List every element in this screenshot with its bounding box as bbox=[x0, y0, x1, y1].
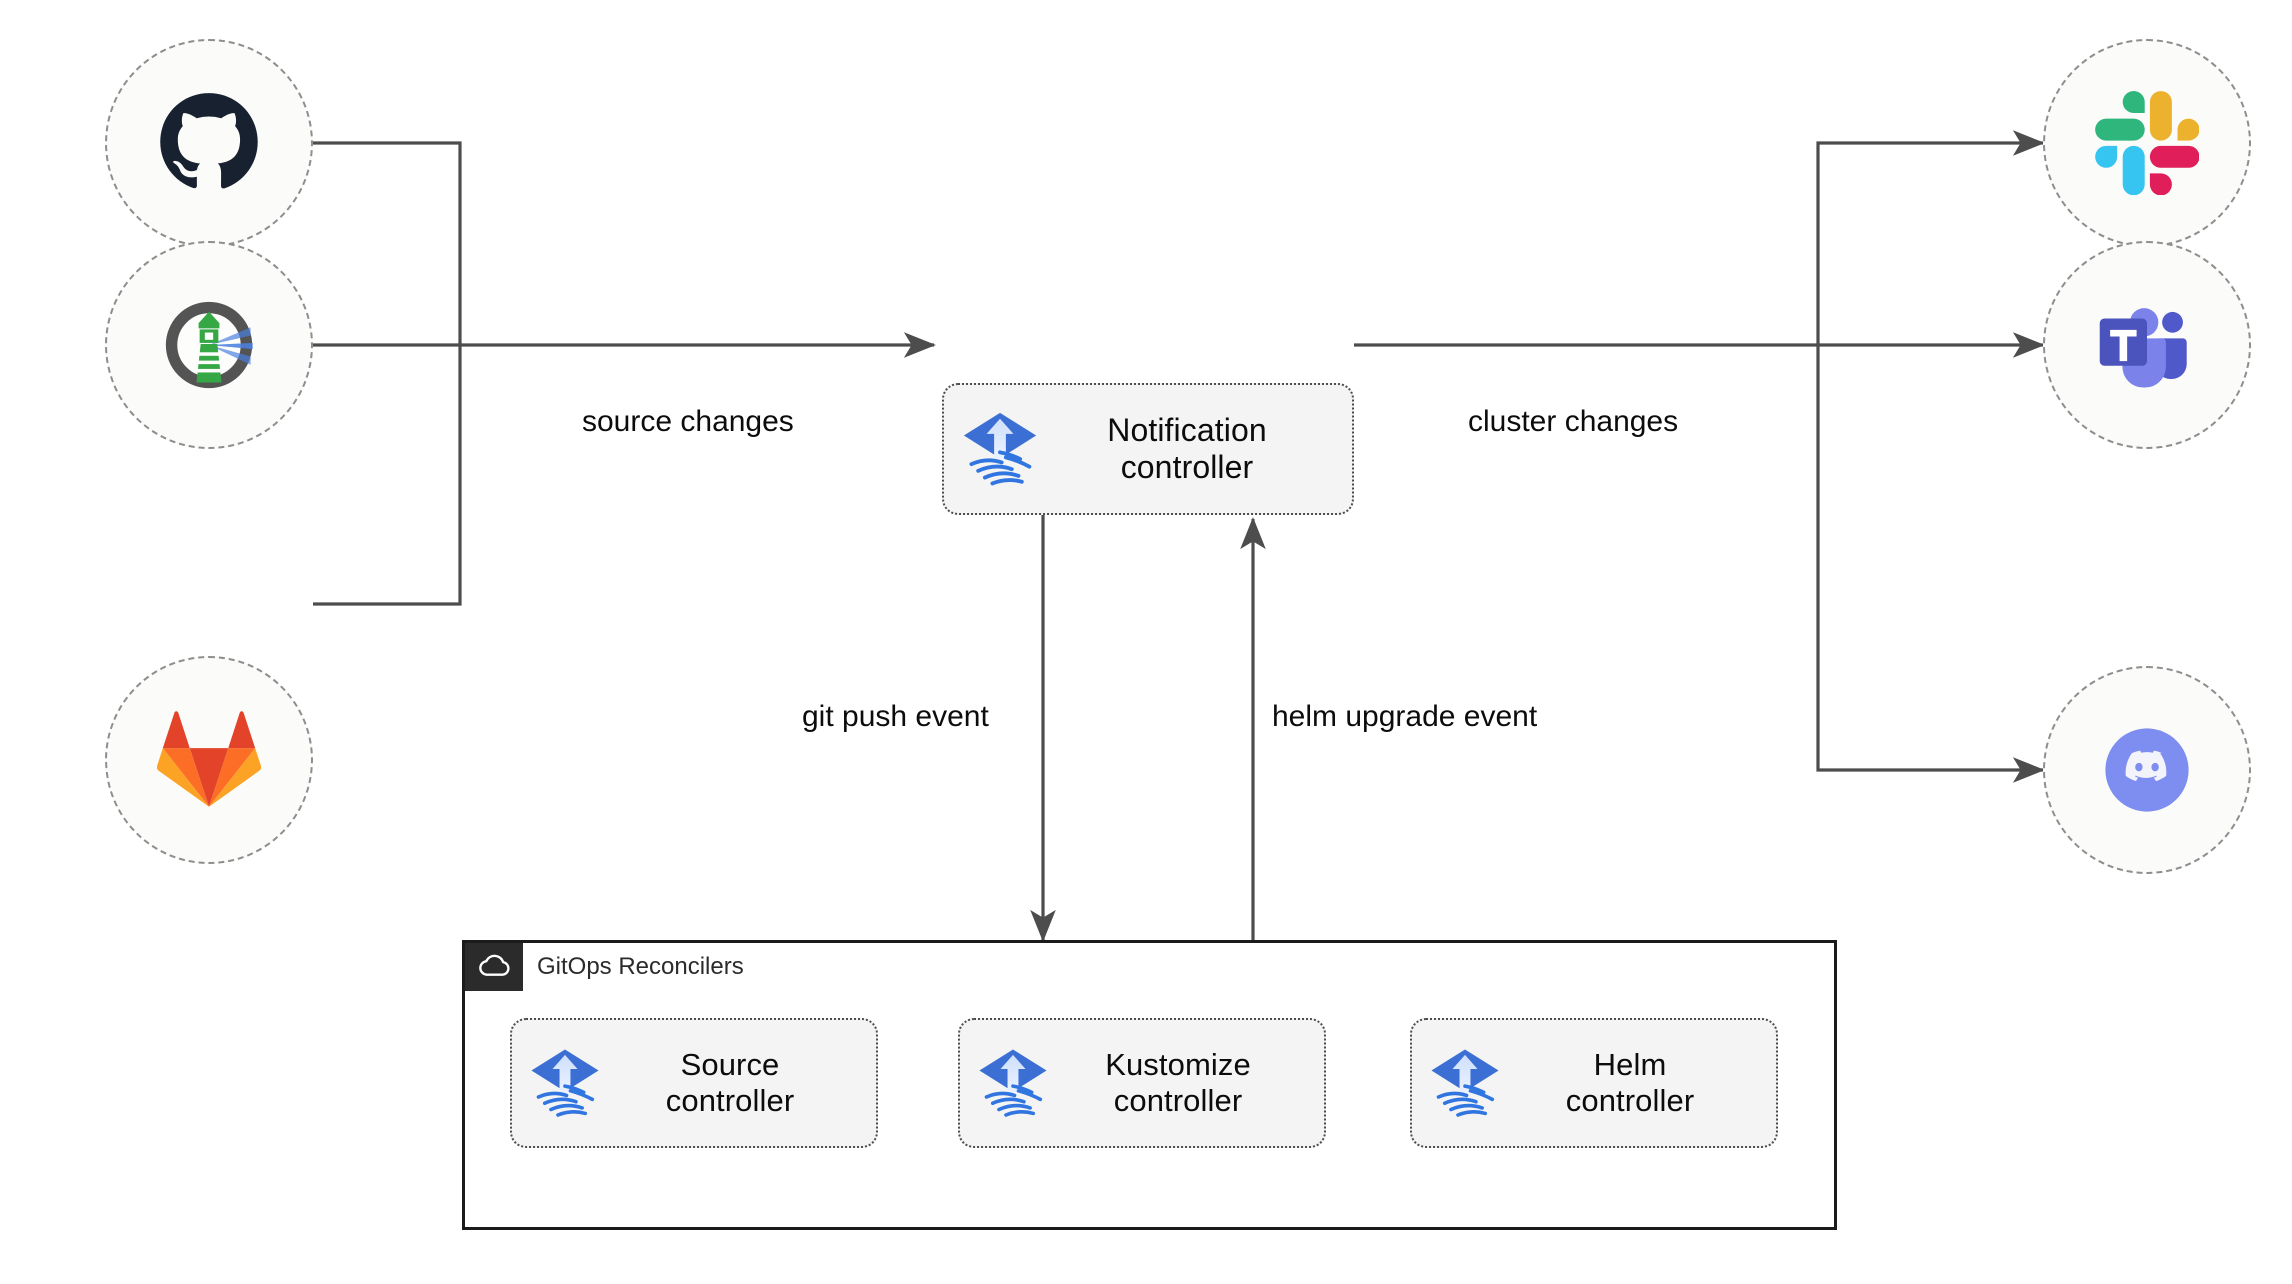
flux-icon bbox=[963, 412, 1037, 486]
edge-label-git-push-event: git push event bbox=[802, 700, 989, 733]
notification-controller-label: Notification controller bbox=[1107, 411, 1267, 485]
slack-icon bbox=[2095, 91, 2199, 195]
edge-gitlab-to-trunk bbox=[313, 345, 462, 606]
edge-label-source-changes: source changes bbox=[582, 405, 794, 438]
edge-trunk-to-slack bbox=[1816, 130, 2045, 345]
notification-controller-node[interactable]: Notification controller bbox=[942, 383, 1354, 515]
source-node-github[interactable] bbox=[105, 39, 313, 247]
destination-node-slack[interactable] bbox=[2043, 39, 2251, 247]
helm-controller-node[interactable]: Helm controller bbox=[1410, 1018, 1778, 1148]
kustomize-controller-label: Kustomize controller bbox=[1105, 1047, 1251, 1118]
flux-icon bbox=[1431, 1049, 1499, 1117]
gitlab-icon bbox=[157, 711, 261, 807]
kustomize-controller-node[interactable]: Kustomize controller bbox=[958, 1018, 1326, 1148]
source-node-helm[interactable] bbox=[105, 241, 313, 449]
source-node-gitlab[interactable] bbox=[105, 656, 313, 864]
helm-icon bbox=[165, 301, 253, 389]
discord-icon bbox=[2105, 728, 2189, 812]
source-controller-label: Source controller bbox=[665, 1047, 795, 1118]
edge-label-cluster-changes: cluster changes bbox=[1468, 405, 1679, 438]
edge-trunk-to-discord bbox=[1816, 345, 2045, 783]
cloud-icon bbox=[465, 943, 523, 991]
destination-node-teams[interactable] bbox=[2043, 241, 2251, 449]
flux-icon bbox=[979, 1049, 1047, 1117]
source-controller-node[interactable]: Source controller bbox=[510, 1018, 878, 1148]
flux-icon bbox=[531, 1049, 599, 1117]
edge-github-to-trunk bbox=[313, 141, 462, 345]
github-icon bbox=[160, 93, 258, 189]
teams-icon bbox=[2099, 308, 2187, 388]
destination-node-discord[interactable] bbox=[2043, 666, 2251, 874]
helm-controller-label: Helm controller bbox=[1565, 1047, 1695, 1118]
edge-label-helm-upgrade-event: helm upgrade event bbox=[1272, 700, 1538, 733]
gitops-group-header: GitOps Reconcilers bbox=[465, 943, 744, 991]
gitops-group-title: GitOps Reconcilers bbox=[537, 953, 744, 980]
